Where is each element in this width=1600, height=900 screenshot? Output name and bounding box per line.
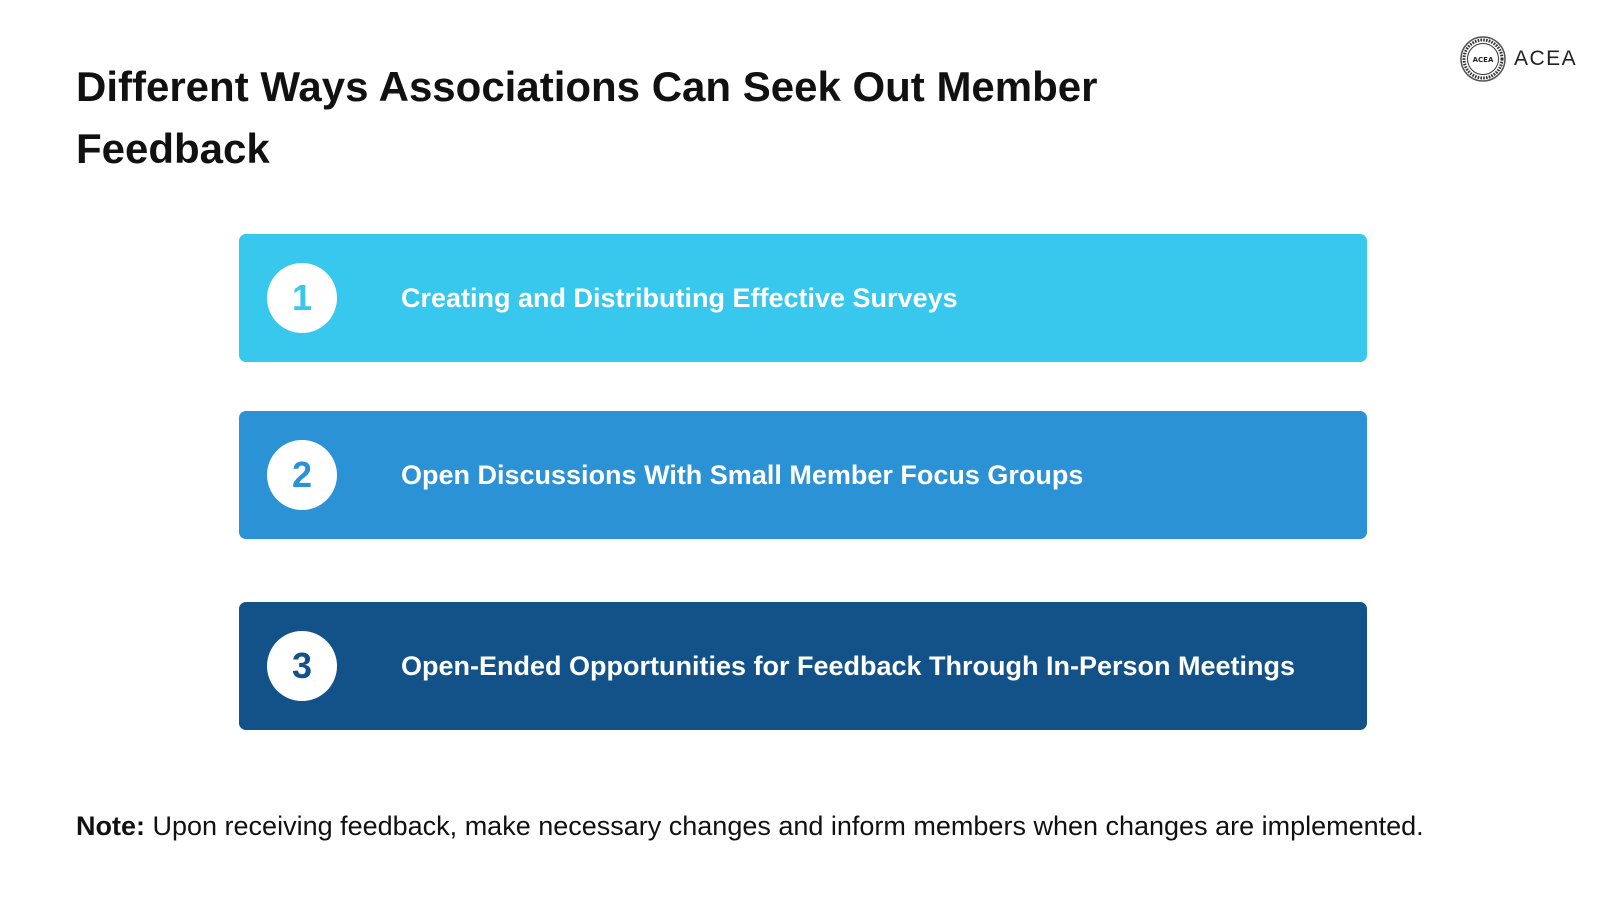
note-label: Note:	[76, 811, 145, 841]
svg-text:ACEA: ACEA	[1473, 56, 1494, 64]
note-text: Upon receiving feedback, make necessary …	[145, 811, 1424, 841]
brand-name: ACEA	[1514, 47, 1578, 70]
step-card-2: 2 Open Discussions With Small Member Foc…	[239, 411, 1367, 539]
step-number-badge: 1	[267, 263, 337, 333]
step-label: Open-Ended Opportunities for Feedback Th…	[401, 650, 1296, 681]
step-card-3: 3 Open-Ended Opportunities for Feedback …	[239, 602, 1367, 730]
brand-logo: ACEA ACEA	[1460, 36, 1577, 82]
step-card-1: 1 Creating and Distributing Effective Su…	[239, 234, 1367, 362]
page-title: Different Ways Associations Can Seek Out…	[76, 63, 1098, 172]
step-number-badge: 2	[267, 440, 337, 510]
step-label: Open Discussions With Small Member Focus…	[401, 459, 1084, 490]
step-number-badge: 3	[267, 631, 337, 701]
acea-seal-icon: ACEA	[1460, 36, 1506, 82]
step-label: Creating and Distributing Effective Surv…	[401, 282, 958, 313]
footer-note: Note: Upon receiving feedback, make nece…	[76, 808, 1576, 844]
